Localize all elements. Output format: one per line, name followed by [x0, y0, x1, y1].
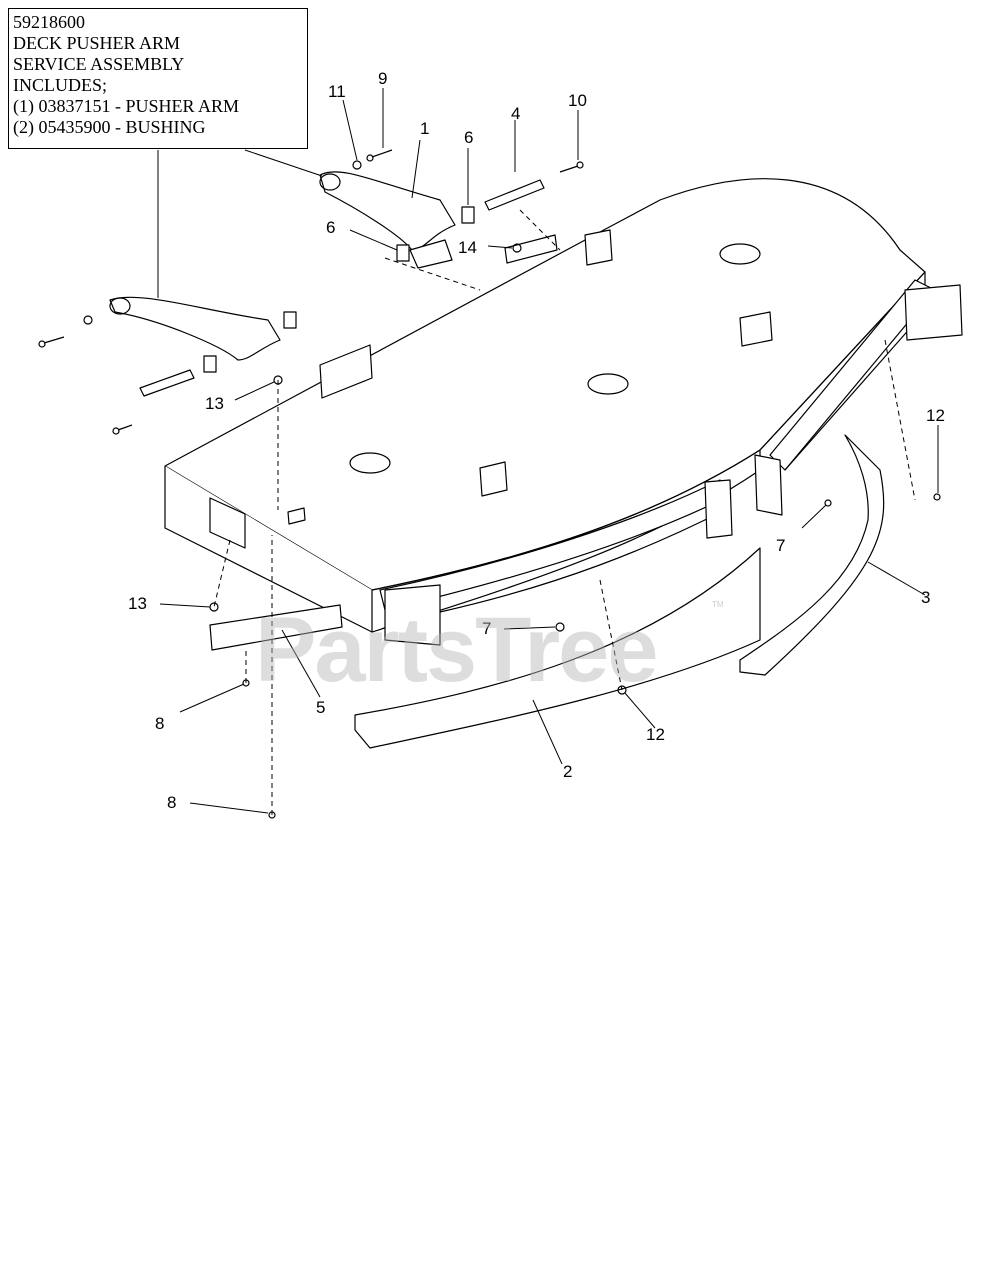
callout-7-right: 7 — [776, 536, 785, 555]
callout-3: 3 — [921, 588, 930, 607]
callout-10: 10 — [568, 91, 587, 110]
callout-2: 2 — [563, 762, 572, 781]
callout-12-center: 12 — [646, 725, 665, 744]
callout-11: 11 — [328, 82, 346, 101]
note-line-6: (2) 05435900 - BUSHING — [13, 117, 206, 137]
deck-rail — [379, 279, 963, 646]
callout-7-center: 7 — [482, 619, 491, 638]
hardware — [38, 149, 941, 819]
side-plate — [209, 604, 343, 651]
leader-lines — [157, 88, 939, 814]
callout-1: 1 — [420, 119, 429, 138]
pusher-arm-lower — [109, 296, 281, 361]
pusher-arm-upper — [319, 171, 456, 269]
callout-6-left: 6 — [326, 218, 335, 237]
watermark-tm: TM — [712, 600, 724, 609]
rear-deflector — [739, 434, 885, 676]
watermark: PartsTree — [255, 599, 658, 701]
note-line-2: DECK PUSHER ARM — [13, 33, 181, 53]
note-line-4: INCLUDES; — [13, 75, 107, 95]
callout-9: 9 — [378, 69, 387, 88]
callout-8-upper: 8 — [155, 714, 164, 733]
callout-4: 4 — [511, 104, 520, 123]
callout-13-lower: 13 — [128, 594, 147, 613]
callout-5: 5 — [316, 698, 325, 717]
callout-6-upper: 6 — [464, 128, 473, 147]
mower-deck — [164, 178, 926, 633]
callout-13-upper: 13 — [205, 394, 224, 413]
assembly-lines — [213, 209, 916, 815]
callout-14: 14 — [458, 238, 477, 257]
callout-12-right: 12 — [926, 406, 945, 425]
note-line-3: SERVICE ASSEMBLY — [13, 54, 185, 74]
callout-8-lower: 8 — [167, 793, 176, 812]
note-line-5: (1) 03837151 - PUSHER ARM — [13, 96, 240, 116]
front-deflector — [354, 547, 761, 749]
note-line-1: 59218600 — [13, 12, 85, 32]
service-assembly-note: 59218600 DECK PUSHER ARM SERVICE ASSEMBL… — [8, 8, 308, 149]
